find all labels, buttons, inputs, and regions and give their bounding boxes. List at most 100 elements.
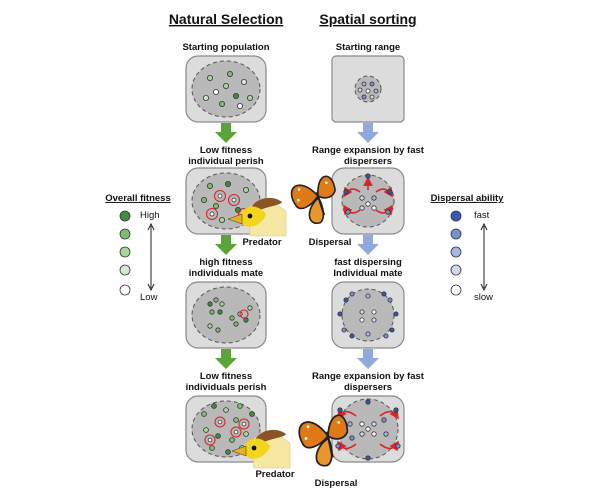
individual-dot xyxy=(373,88,379,94)
individual-dot xyxy=(241,421,247,427)
legend-dispersal-swatches xyxy=(450,210,462,296)
individual-dot xyxy=(213,297,219,303)
legend-dispersal-slow: slow xyxy=(474,292,493,303)
dispersal-swatch xyxy=(450,228,462,240)
individual-dot xyxy=(387,189,393,195)
legend-dispersal-title: Dispersal ability xyxy=(431,193,505,204)
perish-mark xyxy=(214,416,226,428)
individual-dot xyxy=(357,87,363,93)
individual-dot xyxy=(226,71,233,78)
individual-dot xyxy=(393,311,399,317)
ns-panel-1 xyxy=(185,55,267,123)
individual-dot xyxy=(365,426,371,432)
individual-dot xyxy=(359,205,365,211)
fitness-swatch xyxy=(119,210,131,222)
individual-dot xyxy=(341,327,347,333)
individual-dot xyxy=(202,95,209,102)
predator-label-1: Predator xyxy=(242,237,281,248)
individual-dot xyxy=(217,309,223,315)
individual-dot xyxy=(343,297,349,303)
legend-dispersal-double-arrow xyxy=(480,222,488,292)
individual-dot xyxy=(389,327,395,333)
fitness-swatch xyxy=(119,284,131,296)
individual-dot xyxy=(349,435,355,441)
individual-dot xyxy=(243,431,249,437)
ss-step-1: Starting range xyxy=(336,42,400,53)
legend-fitness-low: Low xyxy=(140,292,158,303)
perish-mark xyxy=(238,418,250,430)
individual-dot xyxy=(365,173,371,179)
individual-dot xyxy=(237,403,243,409)
individual-dot xyxy=(383,333,389,339)
individual-dot xyxy=(242,186,249,193)
individual-dot xyxy=(207,437,213,443)
fitness-swatch xyxy=(119,246,131,258)
individual-dot xyxy=(359,431,365,437)
individual-dot xyxy=(246,95,253,102)
individual-dot xyxy=(359,421,365,427)
individual-dot xyxy=(240,79,247,86)
individual-dot xyxy=(224,180,231,187)
predator-bird-icon xyxy=(227,197,287,237)
individual-dot xyxy=(343,189,349,195)
ns-step-4-line-1: Low fitness xyxy=(200,371,252,382)
ns-step-2-line-1: Low fitness xyxy=(200,145,252,156)
legend-dispersal-fast: fast xyxy=(474,210,490,221)
individual-dot xyxy=(209,211,215,217)
legend-fitness-double-arrow xyxy=(147,222,155,292)
individual-dot xyxy=(219,301,225,307)
ss-step-2-line-1: Range expansion by fast xyxy=(312,145,425,156)
individual-dot xyxy=(209,445,215,451)
individual-dot xyxy=(218,216,225,223)
individual-dot xyxy=(371,309,377,315)
individual-dot xyxy=(222,83,229,90)
ss-step-4-line-2: dispersers xyxy=(344,382,392,393)
individual-dot xyxy=(337,311,343,317)
individual-dot xyxy=(209,309,215,315)
individual-dot xyxy=(359,195,365,201)
ss-arrow-2 xyxy=(357,235,379,255)
individual-dot xyxy=(335,443,341,449)
ss-arrow-3 xyxy=(357,349,379,369)
individual-dot xyxy=(345,209,351,215)
ns-panel-3 xyxy=(185,281,267,349)
dispersal-swatch xyxy=(450,284,462,296)
individual-dot xyxy=(365,88,371,94)
ss-panel-1 xyxy=(331,55,405,123)
perish-mark xyxy=(213,189,227,203)
dispersal-swatch xyxy=(450,264,462,276)
ss-panel-3 xyxy=(331,281,405,349)
butterfly-icon xyxy=(290,175,336,224)
individual-dot xyxy=(371,317,377,323)
individual-dot xyxy=(212,202,219,209)
fitness-swatch xyxy=(119,228,131,240)
individual-dot xyxy=(233,321,239,327)
perish-mark xyxy=(230,426,242,438)
individual-dot xyxy=(233,429,239,435)
dispersal-arrow xyxy=(343,186,361,198)
individual-dot xyxy=(381,417,387,423)
ss-step-4-line-1: Range expansion by fast xyxy=(312,371,425,382)
individual-dot xyxy=(247,305,253,311)
individual-dot xyxy=(371,195,377,201)
individual-dot xyxy=(349,291,355,297)
dispersal-swatch xyxy=(450,246,462,258)
predator-bird-icon xyxy=(231,429,291,469)
ns-step-2-line-2: individual perish xyxy=(188,156,264,167)
ss-step-3-line-1: fast dispersing xyxy=(334,257,402,268)
individual-dot xyxy=(249,411,255,417)
individual-dot xyxy=(337,407,343,413)
legend-fitness-swatches xyxy=(119,210,131,296)
fitness-swatch xyxy=(119,264,131,276)
header-natural-selection: Natural Selection xyxy=(169,11,283,27)
individual-dot xyxy=(231,197,237,203)
ss-step-3-line-2: Individual mate xyxy=(333,268,402,279)
individual-dot xyxy=(347,421,353,427)
individual-dot xyxy=(385,209,391,215)
legend-fitness-title: Overall fitness xyxy=(105,193,170,204)
perish-mark xyxy=(205,207,219,221)
individual-dot xyxy=(361,81,367,87)
ns-step-3-line-2: individuals mate xyxy=(189,268,263,279)
dispersal-label-1: Dispersal xyxy=(309,237,352,248)
